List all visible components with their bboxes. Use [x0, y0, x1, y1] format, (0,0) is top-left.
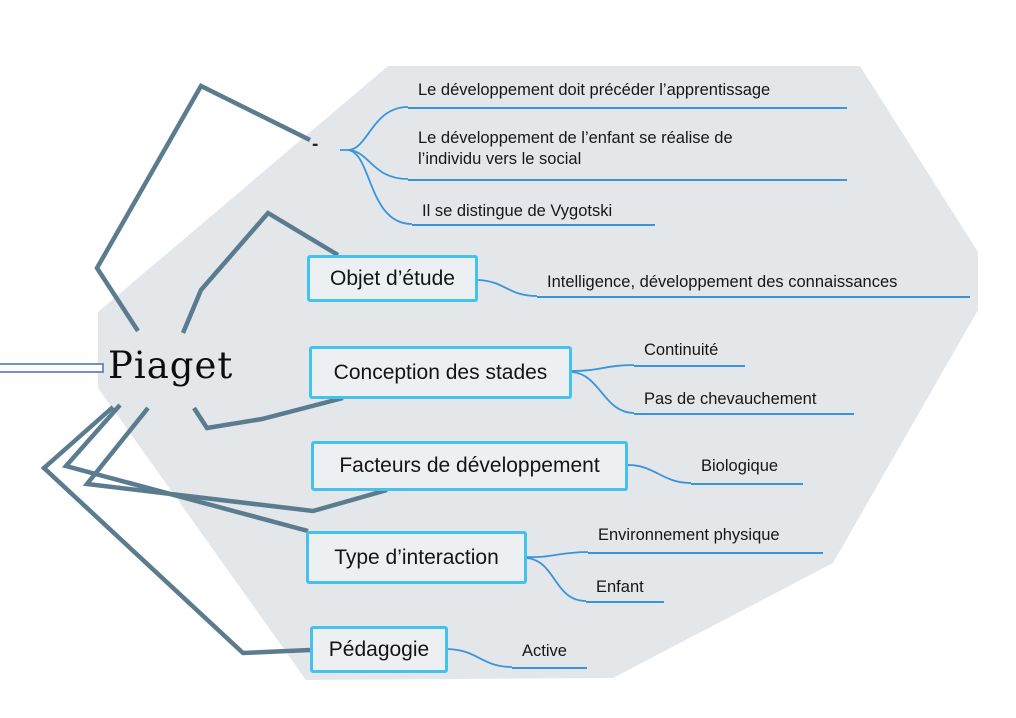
curve-dash-child-2 — [347, 149, 409, 180]
curve-conception-child-1 — [571, 364, 635, 372]
topic-box-conception-stades[interactable]: Conception des stades — [309, 346, 572, 399]
leaf-intelligence-connaissances[interactable]: Intelligence, développement des connaiss… — [537, 272, 970, 298]
root-node-piaget[interactable]: Piaget — [108, 344, 234, 387]
curve-objet-child-1 — [477, 279, 538, 297]
curve-facteurs-child-1 — [627, 464, 692, 484]
curve-type-child-1 — [526, 551, 589, 558]
curve-conception-child-2 — [571, 371, 635, 414]
curve-type-child-2 — [526, 557, 587, 602]
topic-box-objet-detude[interactable]: Objet d’étude — [307, 255, 478, 302]
leaf-pas-de-chevauchement[interactable]: Pas de chevauchement — [634, 389, 854, 415]
leaf-distingue-vygotski[interactable]: Il se distingue de Vygotski — [412, 201, 655, 226]
topic-box-pedagogie[interactable]: Pédagogie — [310, 626, 448, 673]
root-left-connector — [0, 363, 104, 373]
leaf-active[interactable]: Active — [512, 641, 587, 669]
branch-line-type — [61, 403, 309, 534]
leaf-continuite[interactable]: Continuité — [634, 340, 745, 367]
curve-dash-child-3 — [347, 149, 413, 225]
branch-line-conception — [192, 395, 344, 431]
branch-line-objet — [180, 210, 340, 334]
leaf-enfant[interactable]: Enfant — [586, 577, 664, 603]
leaf-individu-vers-social[interactable]: Le développement de l’enfant se réalise … — [408, 128, 847, 181]
curve-pedagogie-child-1 — [447, 648, 513, 668]
branch-node-dash[interactable]: - — [312, 134, 319, 155]
topic-box-facteurs-developpement[interactable]: Facteurs de développement — [311, 441, 628, 491]
leaf-developpement-precede[interactable]: Le développement doit précéder l’apprent… — [408, 80, 847, 109]
branch-line-pedagogie — [40, 405, 311, 656]
branch-line-facteurs — [82, 406, 388, 514]
leaf-environnement-physique[interactable]: Environnement physique — [588, 525, 823, 554]
branch-line-dash — [94, 83, 311, 333]
leaf-biologique[interactable]: Biologique — [691, 456, 803, 485]
topic-box-type-interaction[interactable]: Type d’interaction — [306, 531, 527, 584]
